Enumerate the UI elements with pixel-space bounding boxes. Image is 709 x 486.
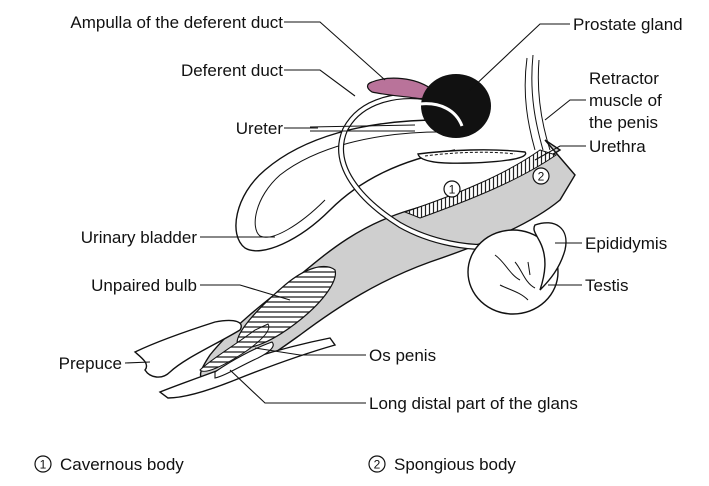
- label-unpaired-bulb: Unpaired bulb: [91, 276, 197, 295]
- prostate-shape: [421, 74, 491, 138]
- anatomy-drawing: 1 2: [135, 55, 575, 398]
- label-prostate: Prostate gland: [573, 15, 683, 34]
- svg-text:1: 1: [40, 458, 47, 472]
- label-retractor-2: muscle of: [589, 91, 662, 110]
- label-ampulla: Ampulla of the deferent duct: [70, 13, 283, 32]
- retractor-muscle-shape: [525, 55, 550, 150]
- label-testis: Testis: [585, 276, 628, 295]
- label-deferent-duct: Deferent duct: [181, 61, 283, 80]
- ampulla-shape: [368, 78, 431, 98]
- svg-text:2: 2: [538, 170, 545, 184]
- label-retractor-3: the penis: [589, 113, 658, 132]
- marker-one: 1: [444, 181, 460, 197]
- label-ureter: Ureter: [236, 119, 284, 138]
- label-prepuce: Prepuce: [59, 354, 122, 373]
- label-glans: Long distal part of the glans: [369, 394, 578, 413]
- legend-item-spongious: 2 Spongious body: [369, 455, 516, 474]
- label-epididymis: Epididymis: [585, 234, 667, 253]
- legend-label-spongious: Spongious body: [394, 455, 516, 474]
- legend-label-cavernous: Cavernous body: [60, 455, 184, 474]
- marker-two: 2: [533, 168, 549, 184]
- urethra-shape: [418, 150, 526, 163]
- label-os-penis: Os penis: [369, 346, 436, 365]
- svg-text:2: 2: [374, 458, 381, 472]
- legend-item-cavernous: 1 Cavernous body: [35, 455, 184, 474]
- legend: 1 Cavernous body 2 Spongious body: [35, 455, 516, 474]
- svg-text:1: 1: [449, 183, 456, 197]
- label-urinary-bladder: Urinary bladder: [81, 228, 198, 247]
- label-urethra: Urethra: [589, 137, 646, 156]
- label-retractor-1: Retractor: [589, 69, 659, 88]
